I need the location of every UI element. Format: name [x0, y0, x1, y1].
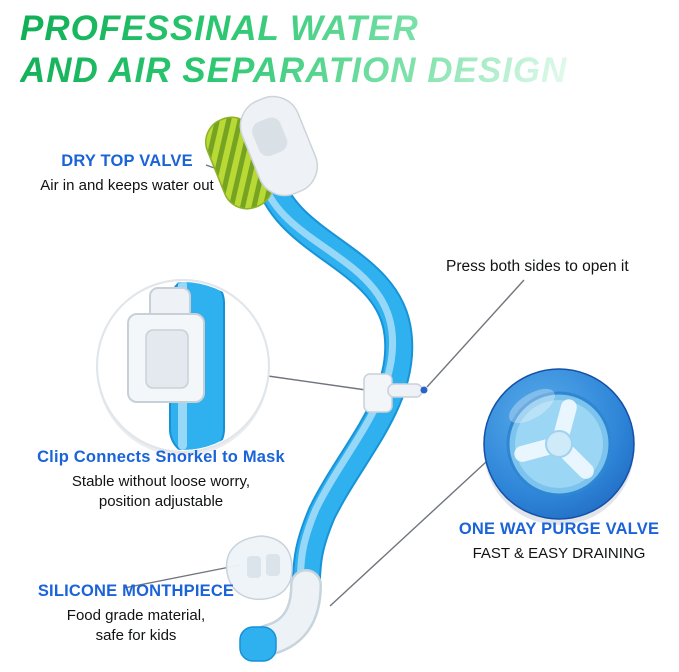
dry-top-valve-body: Air in and keeps water out	[40, 177, 214, 194]
dry-top-valve-heading: DRY TOP VALVE	[61, 152, 193, 170]
leader-line-purge-valve	[329, 461, 487, 607]
leader-line-press-sides	[426, 279, 525, 388]
mouthpiece-body-line-1: Food grade material,	[66, 607, 206, 624]
annotation-dry-top-valve: DRY TOP VALVE Air in and keeps water out	[12, 152, 242, 196]
leader-line-clip-inset	[267, 375, 367, 391]
clip-heading: Clip Connects Snorkel to Mask	[37, 448, 285, 466]
mouthpiece-body-line-2: safe for kids	[95, 627, 177, 644]
leader-line-mouthpiece	[123, 564, 241, 589]
clip-pin-dot	[420, 386, 428, 394]
page-title: PROFESSINAL WATER AND AIR SEPARATION DES…	[20, 8, 567, 92]
leader-lines	[123, 164, 525, 607]
mouthpiece-heading: SILICONE MONTHPIECE	[37, 582, 235, 600]
mask-clip	[363, 373, 428, 413]
purge-valve-body: FAST & EASY DRAINING	[472, 545, 646, 562]
title-line-2: AND AIR SEPARATION DESIGN	[20, 51, 568, 90]
purge-valve-inset	[483, 368, 635, 525]
title-line-1: PROFESSINAL WATER	[20, 9, 419, 48]
press-sides-text: Press both sides to open it	[446, 258, 629, 275]
clip-body-line-1: Stable without loose worry,	[71, 473, 251, 490]
mouthpiece	[225, 535, 322, 662]
annotation-purge-valve: ONE WAY PURGE VALVE FAST & EASY DRAINING	[440, 520, 678, 564]
top-valve	[205, 95, 318, 210]
purge-valve-heading: ONE WAY PURGE VALVE	[458, 520, 660, 538]
annotation-mouthpiece: SILICONE MONTHPIECE Food grade material,…	[16, 582, 256, 646]
annotation-press-sides: Press both sides to open it	[446, 258, 672, 276]
clip-inset	[96, 279, 270, 456]
clip-body-line-2: position adjustable	[98, 493, 224, 510]
purge-valve-tip	[239, 626, 277, 662]
annotation-clip: Clip Connects Snorkel to Mask Stable wit…	[6, 448, 316, 512]
